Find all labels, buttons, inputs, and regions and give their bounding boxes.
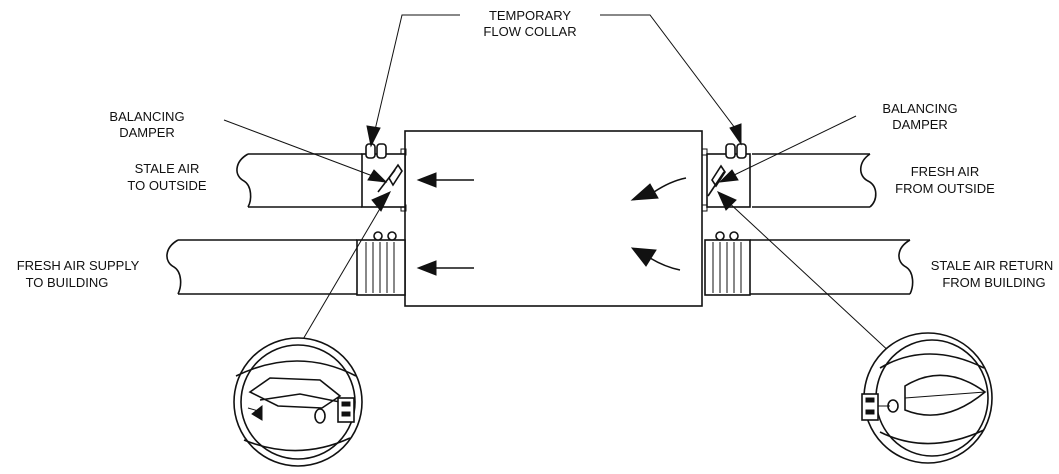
airflow-arrow-upper-left (416, 172, 474, 188)
label-balancing-damper-right-line1: BALANCING (882, 101, 957, 116)
label-temporary-flow-collar-line1: TEMPORARY (489, 8, 571, 23)
ventilator-core-unit (400, 130, 708, 307)
label-fresh-air-from-outside-line1: FRESH AIR (911, 164, 980, 179)
damper-detail-left (233, 337, 363, 467)
label-balancing-damper-left-line2: DAMPER (119, 125, 175, 140)
leader-temporary-flow-collar-left (366, 14, 460, 148)
airflow-arrow-lower-left (416, 260, 474, 276)
leader-temporary-flow-collar-right (600, 14, 742, 146)
left-damper-blade (377, 163, 403, 193)
duct-upper-right (752, 153, 877, 208)
label-fresh-air-supply-line1: FRESH AIR SUPPLY (17, 258, 140, 273)
leader-detail-left (291, 190, 392, 359)
leader-balancing-damper-right (718, 115, 857, 183)
duct-lower-right (750, 239, 914, 295)
duct-lower-left (166, 239, 357, 295)
leader-detail-right (717, 191, 894, 356)
label-balancing-damper-left-line1: BALANCING (109, 109, 184, 124)
label-balancing-damper-right: BALANCING DAMPER (882, 101, 957, 132)
label-stale-air-to-outside-line1: STALE AIR (135, 161, 200, 176)
right-damper-blade (707, 164, 726, 197)
damper-detail-right (861, 332, 993, 464)
label-fresh-air-from-outside: FRESH AIR FROM OUTSIDE (895, 164, 995, 196)
label-stale-air-return-line1: STALE AIR RETURN (931, 258, 1054, 273)
label-temporary-flow-collar: TEMPORARY FLOW COLLAR (483, 8, 576, 39)
label-stale-air-return-from-building: STALE AIR RETURN FROM BUILDING (931, 258, 1054, 290)
right-lower-flex-connector (704, 231, 751, 296)
label-balancing-damper-right-line2: DAMPER (892, 117, 948, 132)
left-lower-flex-connector (356, 231, 406, 296)
leader-balancing-damper-left (223, 119, 388, 183)
airflow-arrow-upper-right (630, 177, 687, 201)
label-stale-air-to-outside: STALE AIR TO OUTSIDE (127, 161, 207, 193)
duct-upper-left (236, 153, 362, 208)
label-stale-air-return-line2: FROM BUILDING (942, 275, 1045, 290)
label-balancing-damper-left: BALANCING DAMPER (109, 109, 184, 140)
label-fresh-air-supply-line2: TO BUILDING (26, 275, 109, 290)
label-stale-air-to-outside-line2: TO OUTSIDE (127, 178, 207, 193)
label-temporary-flow-collar-line2: FLOW COLLAR (483, 24, 576, 39)
label-fresh-air-supply-to-building: FRESH AIR SUPPLY TO BUILDING (17, 258, 140, 290)
airflow-arrow-lower-right (630, 247, 681, 271)
label-fresh-air-from-outside-line2: FROM OUTSIDE (895, 181, 995, 196)
